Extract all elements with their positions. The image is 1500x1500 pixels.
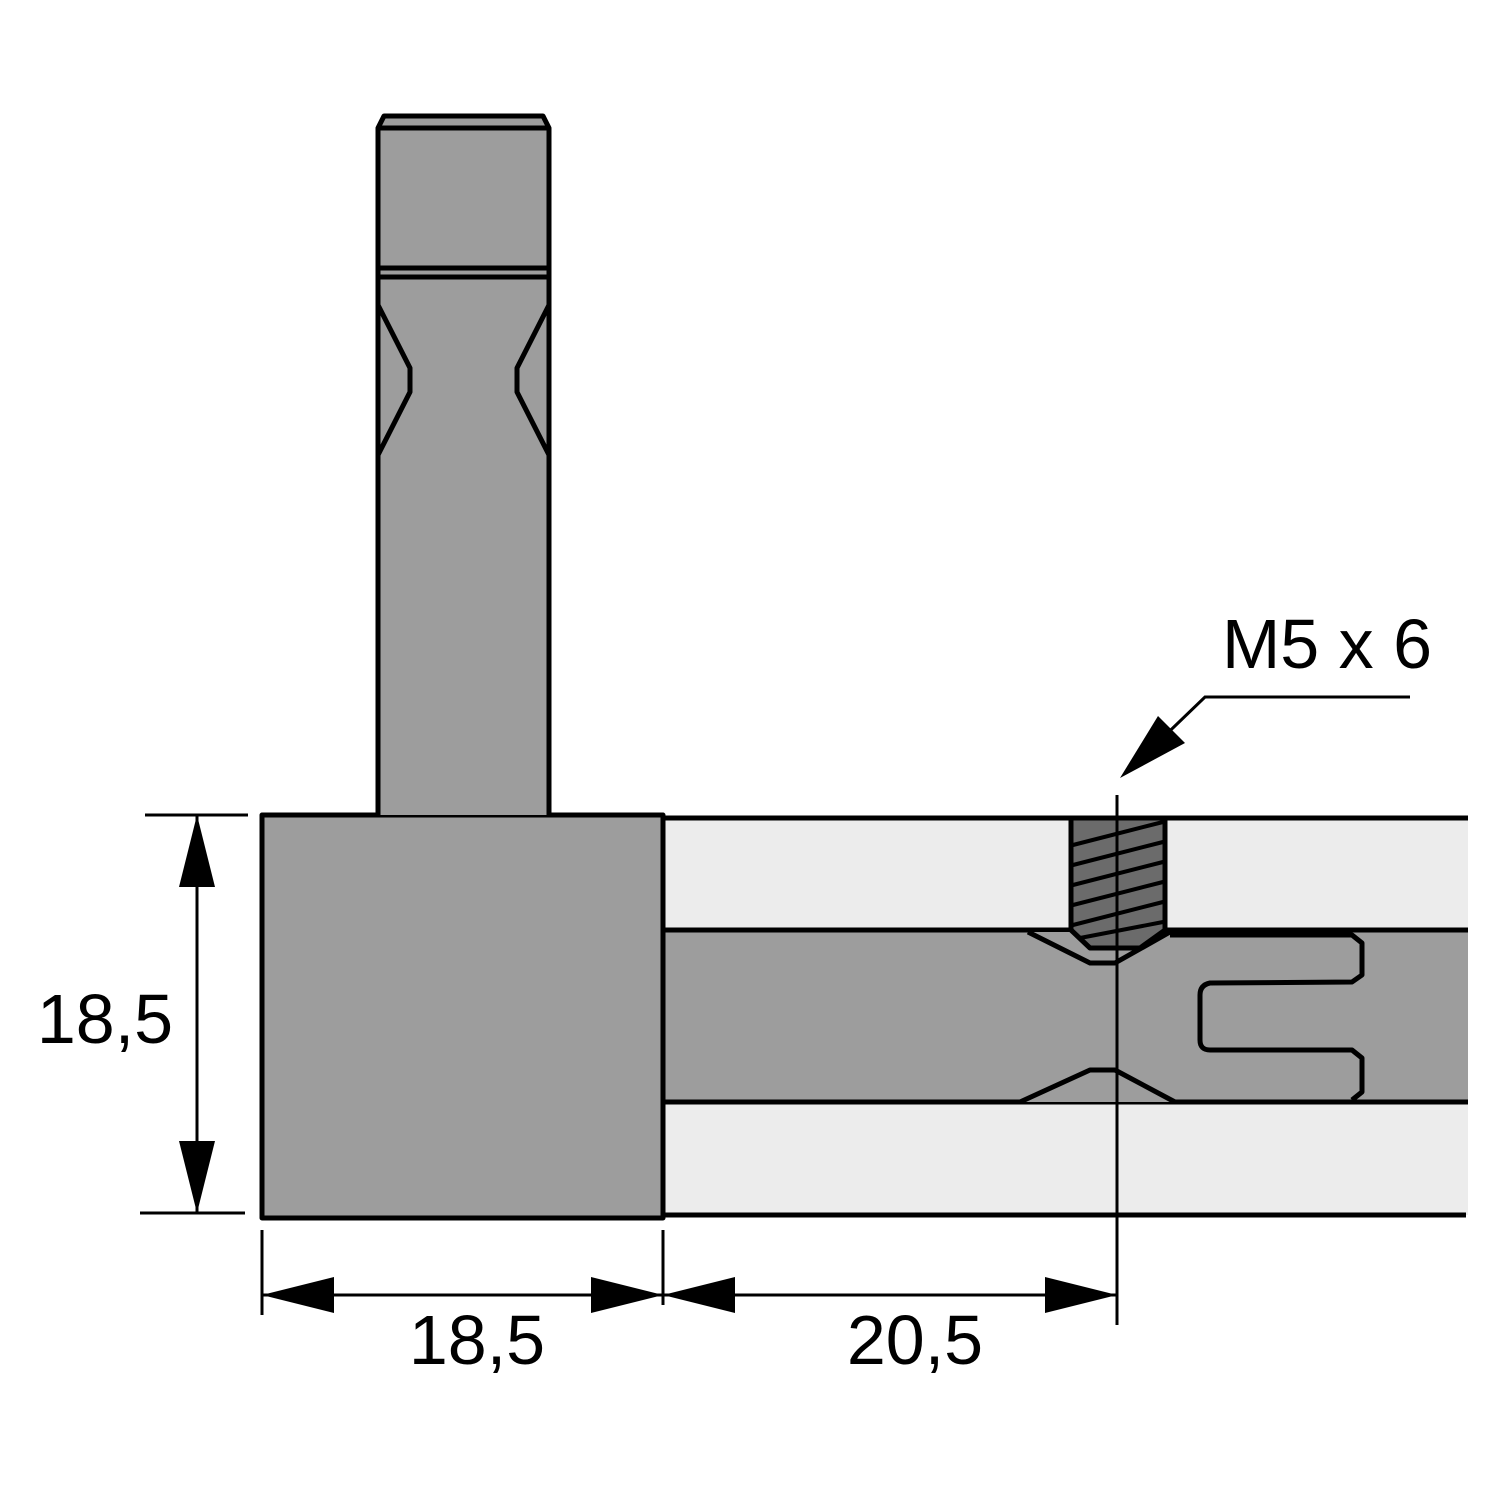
leader-line xyxy=(1148,695,1410,752)
profile-bottom-strip xyxy=(663,1102,1468,1215)
pin-notch-left xyxy=(375,303,413,457)
leader-arrow-head xyxy=(1120,716,1185,778)
pin xyxy=(375,113,552,815)
pin-notch-right xyxy=(514,303,552,457)
width-dimension-label: 18,5 xyxy=(409,1301,545,1379)
offset-dimension-label: 20,5 xyxy=(847,1301,983,1379)
slot-contour xyxy=(1170,932,1365,1102)
profile-top-strip xyxy=(663,818,1468,930)
arrow-head xyxy=(179,1141,215,1213)
thread-label: M5 x 6 xyxy=(1222,605,1432,683)
arrow-head xyxy=(262,1277,334,1313)
connector-block xyxy=(259,812,666,1221)
arrow-head xyxy=(1045,1277,1117,1313)
arrow-head xyxy=(591,1277,663,1313)
arrow-head xyxy=(663,1277,735,1313)
profile-middle-strip xyxy=(663,930,1468,1102)
groove-bottom xyxy=(1018,1067,1177,1105)
height-dimension-label: 18,5 xyxy=(37,980,173,1058)
arrow-head xyxy=(179,815,215,887)
